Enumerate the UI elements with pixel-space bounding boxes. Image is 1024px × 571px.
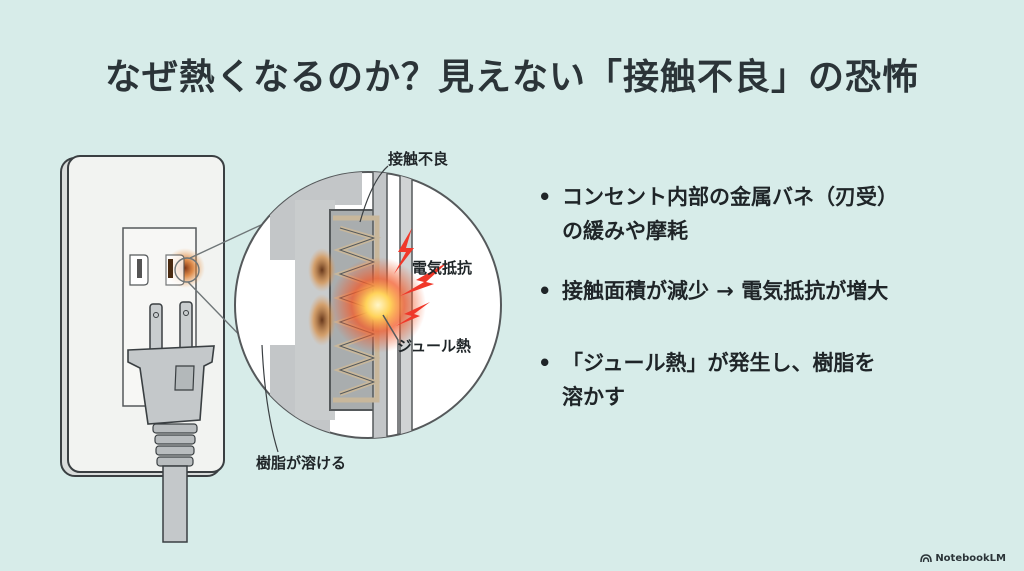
- plug-icon: [127, 301, 215, 543]
- spark-icon: [394, 228, 448, 326]
- bullet-line: コンセント内部の金属バネ（刃受）: [562, 185, 898, 209]
- callout-joule-heat: ジュール熱: [397, 337, 471, 355]
- wall-outlet-icon: [60, 155, 225, 477]
- bullet-item: コンセント内部の金属バネ（刃受） の緩みや摩耗: [538, 180, 988, 248]
- notebooklm-logo-icon: [920, 554, 933, 563]
- callout-resin-melts: 樹脂が溶ける: [256, 454, 347, 472]
- slide-title: なぜ熱くなるのか？見えない「接触不良」の恐怖: [104, 57, 919, 98]
- bullet-item: 「ジュール熱」が発生し、樹脂を 溶かす: [538, 346, 988, 414]
- brand-label: NotebookLM: [935, 553, 1006, 564]
- bullet-line: の緩みや摩耗: [562, 219, 688, 243]
- bullet-line: 接触面積が減少 → 電気抵抗が増大: [562, 279, 889, 303]
- magnifier-circle-icon: [234, 171, 502, 439]
- brand-watermark: NotebookLM: [920, 553, 1006, 564]
- bullet-line: 溶かす: [562, 385, 625, 409]
- bullet-line: 「ジュール熱」が発生し、樹脂を: [562, 351, 876, 375]
- callout-contact-failure: 接触不良: [388, 150, 449, 168]
- bullet-item: 接触面積が減少 → 電気抵抗が増大: [538, 274, 988, 308]
- callout-electrical-resistance: 電気抵抗: [412, 259, 473, 277]
- bullet-list: コンセント内部の金属バネ（刃受） の緩みや摩耗 接触面積が減少 → 電気抵抗が増…: [538, 180, 988, 414]
- heat-glow-icon: [330, 257, 426, 353]
